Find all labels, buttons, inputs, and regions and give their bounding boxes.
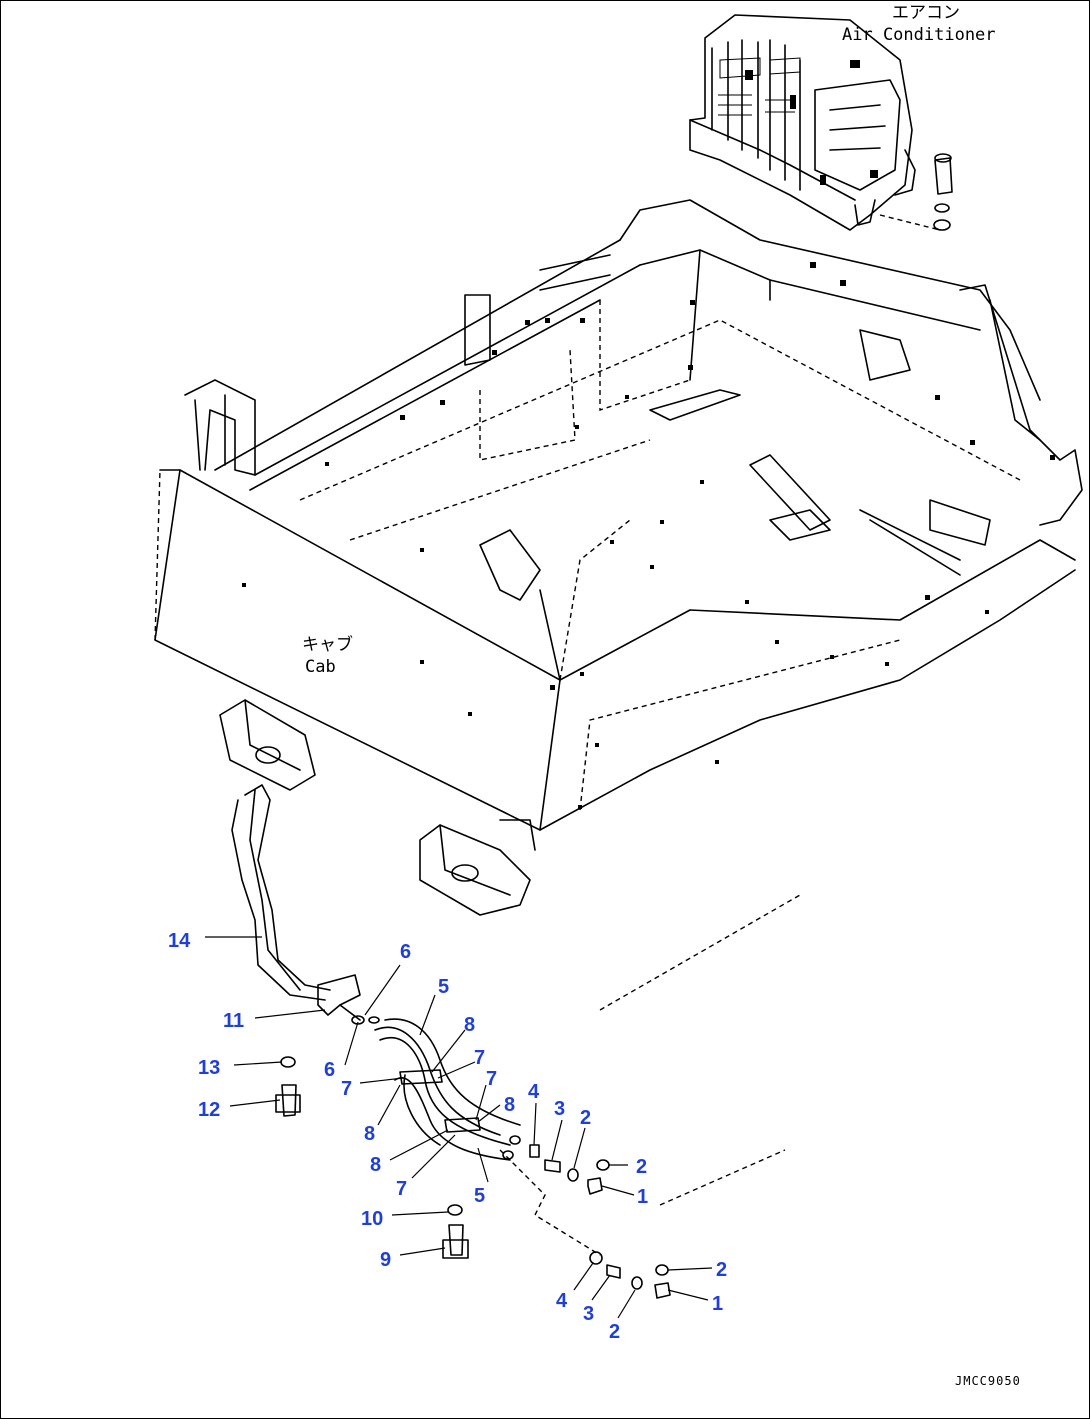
callout-6: 6	[324, 1059, 335, 1081]
callout-7: 7	[486, 1068, 497, 1090]
callout-3: 3	[554, 1098, 565, 1120]
cab-floor-frame	[154, 199, 1083, 916]
air-conditioner-unit	[689, 14, 953, 231]
routing-line	[659, 1149, 786, 1206]
cab-label-en: Cab	[305, 657, 336, 677]
callout-2: 2	[609, 1321, 620, 1343]
callout-8: 8	[464, 1014, 475, 1036]
callout-3: 3	[583, 1303, 594, 1325]
callout-11: 11	[223, 1010, 244, 1032]
callout-6: 6	[400, 941, 411, 963]
callout-1: 1	[637, 1186, 648, 1208]
drawing-code: JMCC9050	[955, 1374, 1021, 1388]
callout-8: 8	[504, 1094, 515, 1116]
callouts: 14 6 11 6 5 8 13 7 7 7 8 12 8 4 3 2 8 7 …	[168, 930, 727, 1343]
routing-line	[499, 1149, 601, 1256]
callout-9: 9	[380, 1249, 391, 1271]
callout-2: 2	[636, 1156, 647, 1178]
cab-label-jp: キャブ	[302, 634, 353, 655]
callout-7: 7	[474, 1047, 485, 1069]
duct-hose-assembly	[231, 784, 671, 1299]
callout-2: 2	[580, 1107, 591, 1129]
callout-4: 4	[528, 1081, 540, 1103]
callout-2: 2	[716, 1259, 727, 1281]
callout-14: 14	[168, 930, 191, 952]
callout-1: 1	[712, 1293, 723, 1315]
callout-8: 8	[370, 1154, 381, 1176]
callout-10: 10	[361, 1208, 383, 1230]
callout-12: 12	[198, 1099, 220, 1121]
callout-7: 7	[341, 1078, 352, 1100]
callout-7: 7	[396, 1178, 407, 1200]
callout-5: 5	[438, 976, 449, 998]
routing-line	[599, 894, 801, 1011]
air-conditioner-label-jp: エアコン	[892, 3, 960, 23]
callout-13: 13	[198, 1057, 220, 1079]
callout-8: 8	[364, 1123, 375, 1145]
leader-lines	[205, 936, 713, 1319]
callout-5: 5	[474, 1185, 485, 1207]
callout-4: 4	[556, 1290, 568, 1312]
air-conditioner-label-en: Air Conditioner	[842, 25, 996, 45]
